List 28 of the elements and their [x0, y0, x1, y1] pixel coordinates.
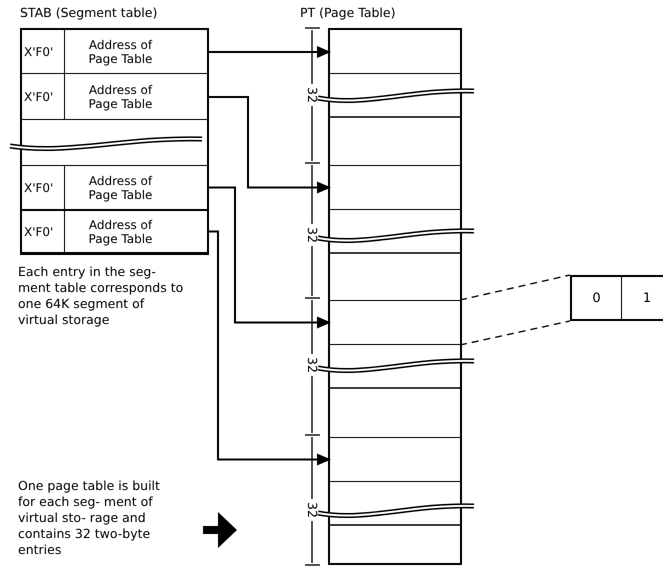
arrow	[207, 96, 331, 194]
entry-bits-box	[570, 275, 663, 321]
table-row	[22, 210, 207, 253]
arrow	[207, 230, 331, 466]
bit-value: 0	[572, 277, 622, 319]
dashed-leader-line	[460, 320, 570, 346]
page-table-entry	[330, 300, 460, 345]
table-title: STAB (Segment table)	[20, 5, 158, 20]
page-table-entry	[330, 165, 460, 210]
note-text: Each entry in the seg- ment table corresponds to one 64K segment of virtual storage	[18, 264, 184, 328]
note-text: One page table is built for each seg- ment of virtual sto- rage and contains 32 two-byte entries	[18, 478, 161, 558]
table-row	[22, 30, 207, 74]
dashed-leader-line	[460, 274, 570, 301]
table-row	[22, 74, 207, 120]
hex-value: X'F0'	[22, 74, 65, 119]
address-text: Address of Page Table	[88, 36, 154, 68]
page-table-entry	[330, 437, 460, 482]
hex-value: X'F0'	[22, 30, 65, 73]
table-title: PT (Page Table)	[300, 5, 396, 20]
hex-value: X'F0'	[22, 166, 65, 209]
hex-value: X'F0'	[22, 211, 65, 252]
address-text: Address of Page Table	[88, 82, 154, 112]
arrow	[207, 186, 331, 328]
address-text: Address of Page Table	[88, 172, 154, 204]
bit-value: 1	[642, 290, 652, 308]
table-row	[22, 165, 207, 210]
address-text: Address of Page Table	[88, 216, 154, 248]
arrow	[207, 46, 331, 58]
